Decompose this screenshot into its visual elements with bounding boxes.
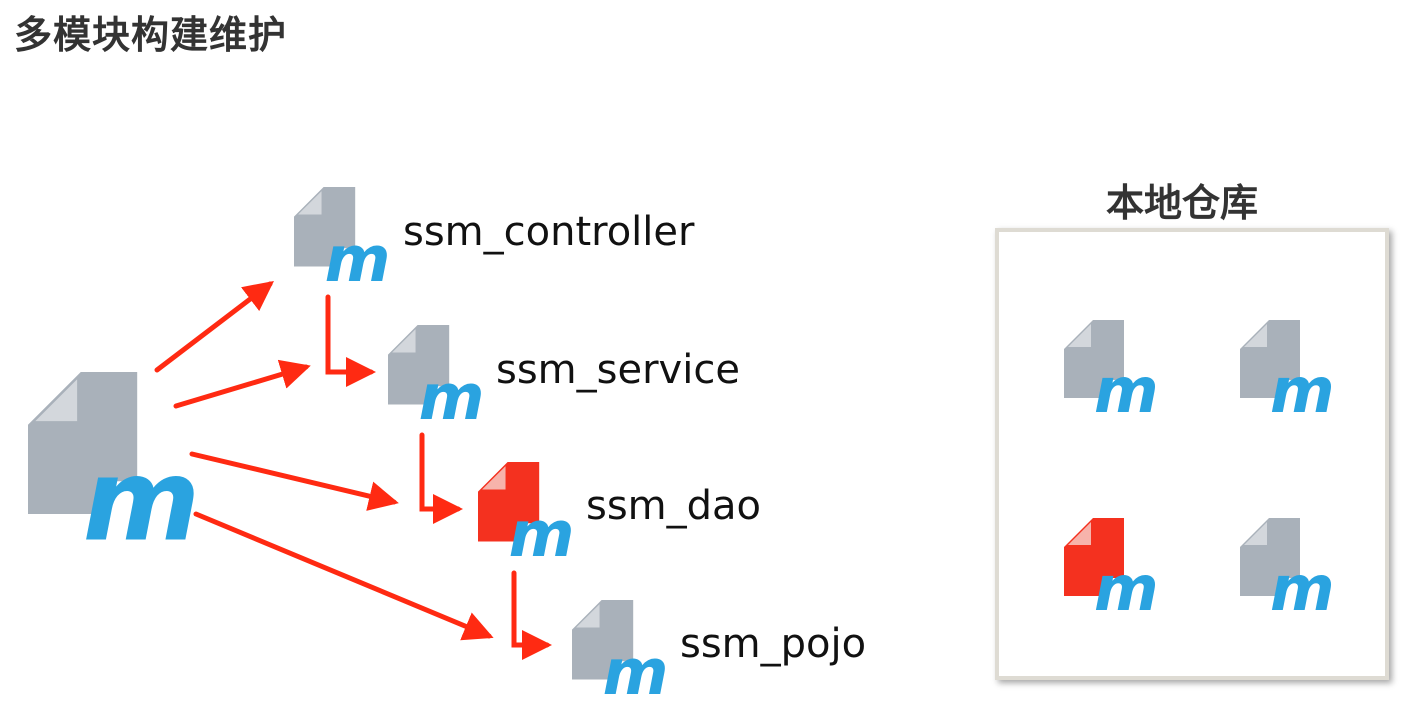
arrow-parent-to-pojo (193, 511, 494, 641)
maven-module-icon-pojo (572, 600, 669, 706)
arrow-parent-to-service (173, 359, 311, 409)
maven-module-icon-dao (478, 462, 575, 571)
maven-module-icon-service (388, 325, 485, 434)
page-title: 多模块构建维护 (14, 13, 288, 57)
arrow-dao-to-pojo (511, 570, 552, 660)
module-label-pojo: ssm_pojo (680, 621, 867, 667)
module-label-controller: ssm_controller (403, 209, 695, 255)
repo-artifact-icon-1 (1064, 320, 1159, 427)
arrow-controller-to-service (325, 294, 376, 387)
arrow-parent-to-controller (154, 280, 274, 373)
repo-artifact-icon-4 (1240, 518, 1335, 625)
module-label-dao: ssm_dao (586, 483, 762, 529)
repository-title: 本地仓库 (1106, 181, 1259, 225)
maven-module-icon-controller (294, 187, 391, 296)
module-label-service: ssm_service (496, 347, 740, 393)
arrow-parent-to-dao (189, 451, 399, 511)
repo-artifact-icon-2 (1240, 320, 1335, 427)
repo-artifact-icon-3 (1064, 518, 1159, 625)
arrow-service-to-dao (419, 432, 463, 524)
parent-maven-module-icon (28, 372, 201, 567)
